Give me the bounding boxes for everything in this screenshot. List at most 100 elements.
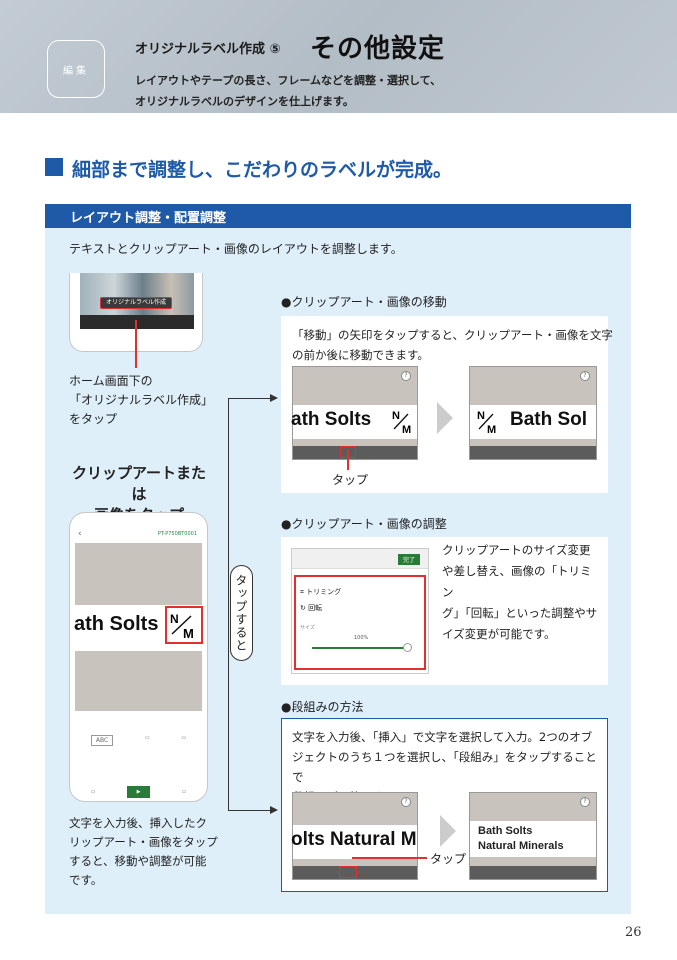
trim-label: トリミング <box>306 588 342 596</box>
size-slider[interactable] <box>312 643 412 652</box>
adjust-screenshot: 完了 ⌗ トリミング ↻ 回転 サイズ 100% <box>291 548 429 674</box>
label-preview <box>470 405 596 439</box>
label-preview <box>293 825 417 859</box>
svg-text:M: M <box>183 626 194 641</box>
callout-line <box>347 450 349 470</box>
editor-bottom-row: ▭ ▶ ▭ <box>75 786 202 798</box>
panel-title: レイアウト調整・配置調整 <box>70 211 227 226</box>
back-chevron-icon[interactable]: ‹ <box>78 529 82 539</box>
help-icon[interactable]: ? <box>401 371 411 381</box>
column-label-text: Bath Solts Natural Minerals <box>478 824 564 854</box>
move-line-2: の前か後に移動できます。 <box>292 348 429 362</box>
label-text: ath Solts <box>74 613 159 635</box>
help-icon[interactable]: ? <box>580 371 590 381</box>
bottom-line-1: 文字を入力後、挿入したク <box>69 816 207 830</box>
option-row: ABC ▭ ▭ <box>75 735 202 746</box>
home-navbar <box>80 315 194 329</box>
editor-toolbar <box>293 866 417 879</box>
panel-title-bar <box>45 204 631 228</box>
header-description: レイアウトやテープの長さ、フレームなどを調整・選択して、 オリジナルラベルのデザ… <box>135 70 441 112</box>
nm-logo-icon: N M <box>392 410 411 435</box>
frame-option[interactable]: ▭ <box>181 735 187 741</box>
adjust-description: クリップアートのサイズ変更 や差し替え、画像の「トリミン グ」「回転」といった調… <box>442 540 602 645</box>
column-text-line-2: Natural Minerals <box>478 840 564 852</box>
column-before-screenshot: ? olts Natural M <box>291 792 418 880</box>
editor-options: ABC ▭ ▭ ▭ ▶ ▭ <box>75 713 202 798</box>
rotate-icon: ↻ <box>300 604 306 612</box>
move-before-screenshot: ? ath Solts N M <box>291 366 418 460</box>
nm-logo-icon: N M <box>477 410 496 435</box>
print-button[interactable]: ▶ <box>126 786 151 798</box>
label-text: Bath Sol <box>510 409 588 430</box>
rotate-label: 回転 <box>308 604 323 612</box>
svg-text:M: M <box>402 424 411 435</box>
move-subtitle: ●クリップアート・画像の移動 <box>281 295 447 309</box>
edit-badge: 編集 <box>47 40 105 98</box>
svg-text:N: N <box>392 410 400 422</box>
bottom-line-3: すると、移動や調整が可能 <box>69 854 207 868</box>
slider-handle[interactable] <box>403 643 412 652</box>
connector-line-vertical <box>228 398 229 810</box>
adjust-line-2: や差し替え、画像の「トリミン <box>442 564 592 599</box>
adjust-subtitle: ●クリップアート・画像の調整 <box>281 517 447 531</box>
connector-line <box>228 810 274 811</box>
svg-text:N: N <box>477 410 485 422</box>
column-line-1: 文字を入力後、「挿入」で文字を選択して入力。2つのオブ <box>292 730 593 744</box>
editor-top-bar: ‹ PT-P750BT0001 <box>70 527 207 541</box>
editor-toolbar <box>470 866 596 879</box>
original-label-button[interactable]: オリジナルラベル作成 <box>100 297 172 309</box>
print-settings-button[interactable]: ▭ <box>90 789 96 795</box>
font-option[interactable]: ABC <box>90 735 114 746</box>
header-desc-line-1: レイアウトやテープの長さ、フレームなどを調整・選択して、 <box>135 74 442 87</box>
move-description: 「移動」の矢印をタップすると、クリップアート・画像を文字 の前か後に移動できます… <box>292 325 613 365</box>
bottom-line-4: です。 <box>69 873 103 887</box>
printer-model: PT-P750BT0001 <box>157 531 197 537</box>
adjust-line-4: イズ変更が可能です。 <box>442 627 556 641</box>
tap-label: タップ <box>332 473 369 487</box>
page-number: 26 <box>625 925 642 940</box>
svg-text:M: M <box>487 424 496 435</box>
clipart-logo[interactable]: N M <box>165 606 203 644</box>
help-icon[interactable]: ? <box>580 797 590 807</box>
tap-then-pill: タップすると <box>230 565 253 661</box>
connector-line <box>228 398 274 399</box>
size-percent: 100% <box>354 635 369 641</box>
column-subtitle: ●段組みの方法 <box>281 700 364 714</box>
chevron-right-icon <box>440 815 456 847</box>
editor-toolbar <box>470 446 596 459</box>
adjust-top-bar: 完了 <box>292 549 428 569</box>
length-option[interactable]: ▭ <box>144 735 150 741</box>
home-instruction: ホーム画面下の 「オリジナルラベル作成」 をタップ <box>69 372 213 429</box>
page-title: その他設定 <box>310 34 446 64</box>
page-header <box>0 0 677 113</box>
phone-editor-screenshot: ‹ PT-P750BT0001 ath Solts N M ABC ▭ ▭ ▭ … <box>69 512 208 802</box>
highlight-frame <box>294 575 426 670</box>
label-text: ath Solts <box>291 409 372 430</box>
home-line-1: ホーム画面下の <box>69 374 153 388</box>
svg-text:N: N <box>170 612 179 626</box>
adjust-line-3: グ」「回転」といった調整やサ <box>442 606 598 620</box>
callout-line <box>135 320 137 368</box>
nm-logo-icon: N M <box>170 612 194 641</box>
save-button[interactable]: ▭ <box>181 789 187 795</box>
callout-line <box>352 857 427 859</box>
done-button[interactable]: 完了 <box>397 554 420 565</box>
size-label: サイズ <box>300 625 315 631</box>
label-preview <box>470 821 596 857</box>
column-button[interactable] <box>339 866 357 878</box>
bottom-line-2: リップアート・画像をタップ <box>69 835 218 849</box>
header-desc-line-2: オリジナルラベルのデザインを仕上げます。 <box>135 95 354 108</box>
column-text-line-1: Bath Solts <box>478 825 533 837</box>
crop-icon: ⌗ <box>300 588 304 596</box>
trim-menu-item[interactable]: ⌗ トリミング <box>300 587 341 597</box>
column-after-screenshot: ? Bath Solts Natural Minerals <box>469 792 597 880</box>
adjust-line-1: クリップアートのサイズ変更 <box>442 543 591 557</box>
arrow-right-icon <box>270 806 278 814</box>
help-icon[interactable]: ? <box>401 797 411 807</box>
chevron-right-icon <box>437 402 453 434</box>
home-line-3: をタップ <box>69 412 118 426</box>
label-text: olts Natural M <box>291 829 417 850</box>
rotate-menu-item[interactable]: ↻ 回転 <box>300 603 322 613</box>
section-title: 細部まで調整し、こだわりのラベルが完成。 <box>72 159 453 181</box>
editor-toolbar <box>293 446 417 459</box>
